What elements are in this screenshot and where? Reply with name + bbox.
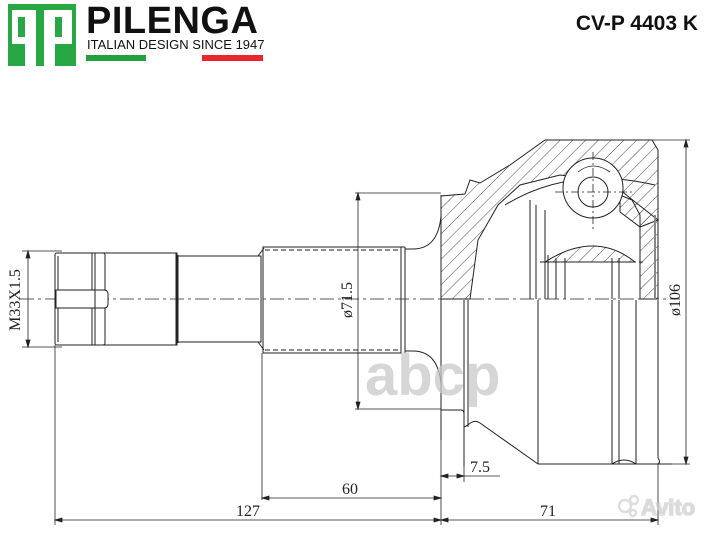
avito-logo-icon	[617, 498, 633, 514]
brand-tagline: ITALIAN DESIGN SINCE 1947	[87, 37, 265, 52]
shaft-neck	[177, 255, 262, 343]
svg-text:Avito: Avito	[641, 495, 695, 520]
dim-total-left: 127	[236, 503, 260, 520]
thread-body	[94, 252, 178, 346]
part-number: CV-P 4403 K	[575, 12, 698, 35]
abcp-watermark: abcp	[365, 343, 500, 408]
dim-total-right: 71	[540, 503, 556, 520]
dim-spline-length: 60	[342, 481, 358, 498]
italian-flag-green-stripe	[86, 55, 146, 61]
dim-thread: M33X1.5	[7, 269, 24, 331]
dim-outer-diameter: ø106	[667, 284, 684, 316]
brand-name: PILENGA	[86, 0, 259, 42]
qp-logo-icon	[12, 10, 72, 66]
bell-section-upper	[440, 139, 659, 300]
pilenga-logo	[8, 4, 76, 66]
dim-shaft-diameter: ø71.5	[339, 282, 356, 318]
dim-offset: 7.5	[470, 459, 490, 476]
spline-section	[262, 246, 402, 354]
avito-watermark: Avito	[617, 494, 696, 521]
italian-flag-red-stripe	[202, 55, 263, 61]
